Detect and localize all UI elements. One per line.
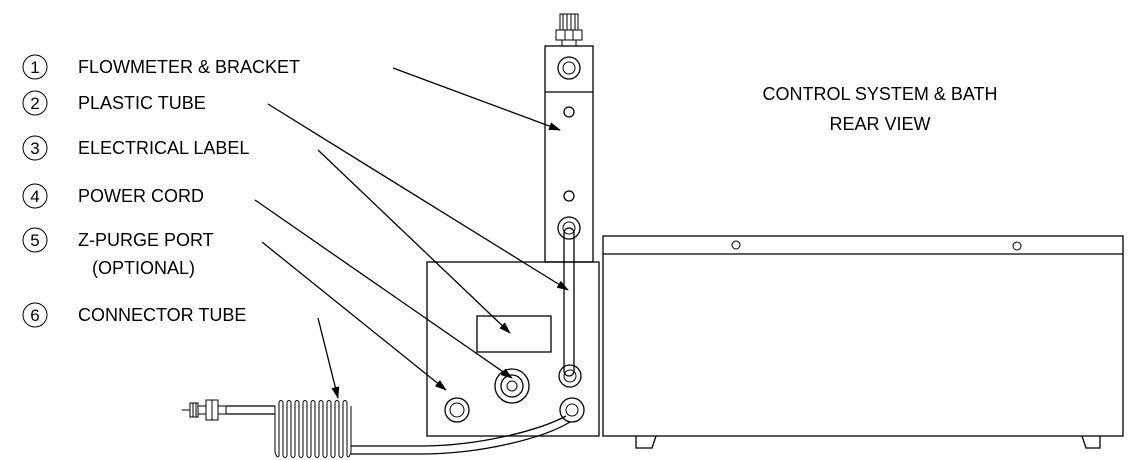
callout-number: 4 <box>30 187 39 206</box>
flowmeter-bracket <box>544 45 594 263</box>
diagram-title-line2: REAR VIEW <box>829 114 930 134</box>
power-cord-outer <box>494 368 530 404</box>
callout-number: 1 <box>30 58 39 77</box>
callout-label: POWER CORD <box>78 186 204 206</box>
leader-line <box>254 199 513 379</box>
lower-fitting-lower <box>559 397 585 423</box>
leader-line <box>317 317 340 399</box>
callout-6: 6 CONNECTOR TUBE <box>22 302 340 399</box>
diagram-title-line1: CONTROL SYSTEM & BATH <box>762 84 997 104</box>
callout-number: 2 <box>30 94 39 113</box>
z-purge-port-inner <box>449 402 465 418</box>
callout-number-circle <box>22 183 48 209</box>
callout-number-circle <box>22 54 48 80</box>
callout-3: 3 ELECTRICAL LABEL <box>22 135 511 334</box>
leader-line <box>267 103 569 291</box>
leader-line <box>261 241 447 391</box>
control-box <box>426 261 600 437</box>
power-cord-inner <box>506 380 518 392</box>
power-cord-middle <box>500 374 524 398</box>
callout-5: 5 Z-PURGE PORT (OPTIONAL) <box>22 227 447 391</box>
callout-4: 4 POWER CORD <box>22 183 513 379</box>
callout-sublabel: (OPTIONAL) <box>92 258 195 278</box>
callout-number-circle <box>22 227 48 253</box>
bath <box>602 235 1124 449</box>
callout-number-circle <box>22 90 48 116</box>
plastic-tube <box>563 227 575 377</box>
callout-label: PLASTIC TUBE <box>78 93 206 113</box>
callout-number-circle <box>22 302 48 328</box>
callout-label: ELECTRICAL LABEL <box>78 138 249 158</box>
lower-fitting-upper <box>558 364 582 388</box>
leader-line <box>317 149 511 334</box>
electrical-label-plate <box>476 315 552 353</box>
callout-number: 5 <box>30 231 39 250</box>
callout-number-circle <box>22 135 48 161</box>
callout-1: 1 FLOWMETER & BRACKET <box>22 54 561 131</box>
callout-2: 2 PLASTIC TUBE <box>22 90 569 291</box>
connector-coil <box>274 400 352 458</box>
callout-label: FLOWMETER & BRACKET <box>78 57 300 77</box>
callout-label: Z-PURGE PORT <box>78 230 214 250</box>
z-purge-port-outer <box>444 397 470 423</box>
flowmeter-valve-knob <box>555 13 583 47</box>
callout-number: 6 <box>30 306 39 325</box>
callout-number: 3 <box>30 139 39 158</box>
connector-tube <box>182 399 571 458</box>
leader-line <box>392 67 561 131</box>
callout-label: CONNECTOR TUBE <box>78 305 246 325</box>
